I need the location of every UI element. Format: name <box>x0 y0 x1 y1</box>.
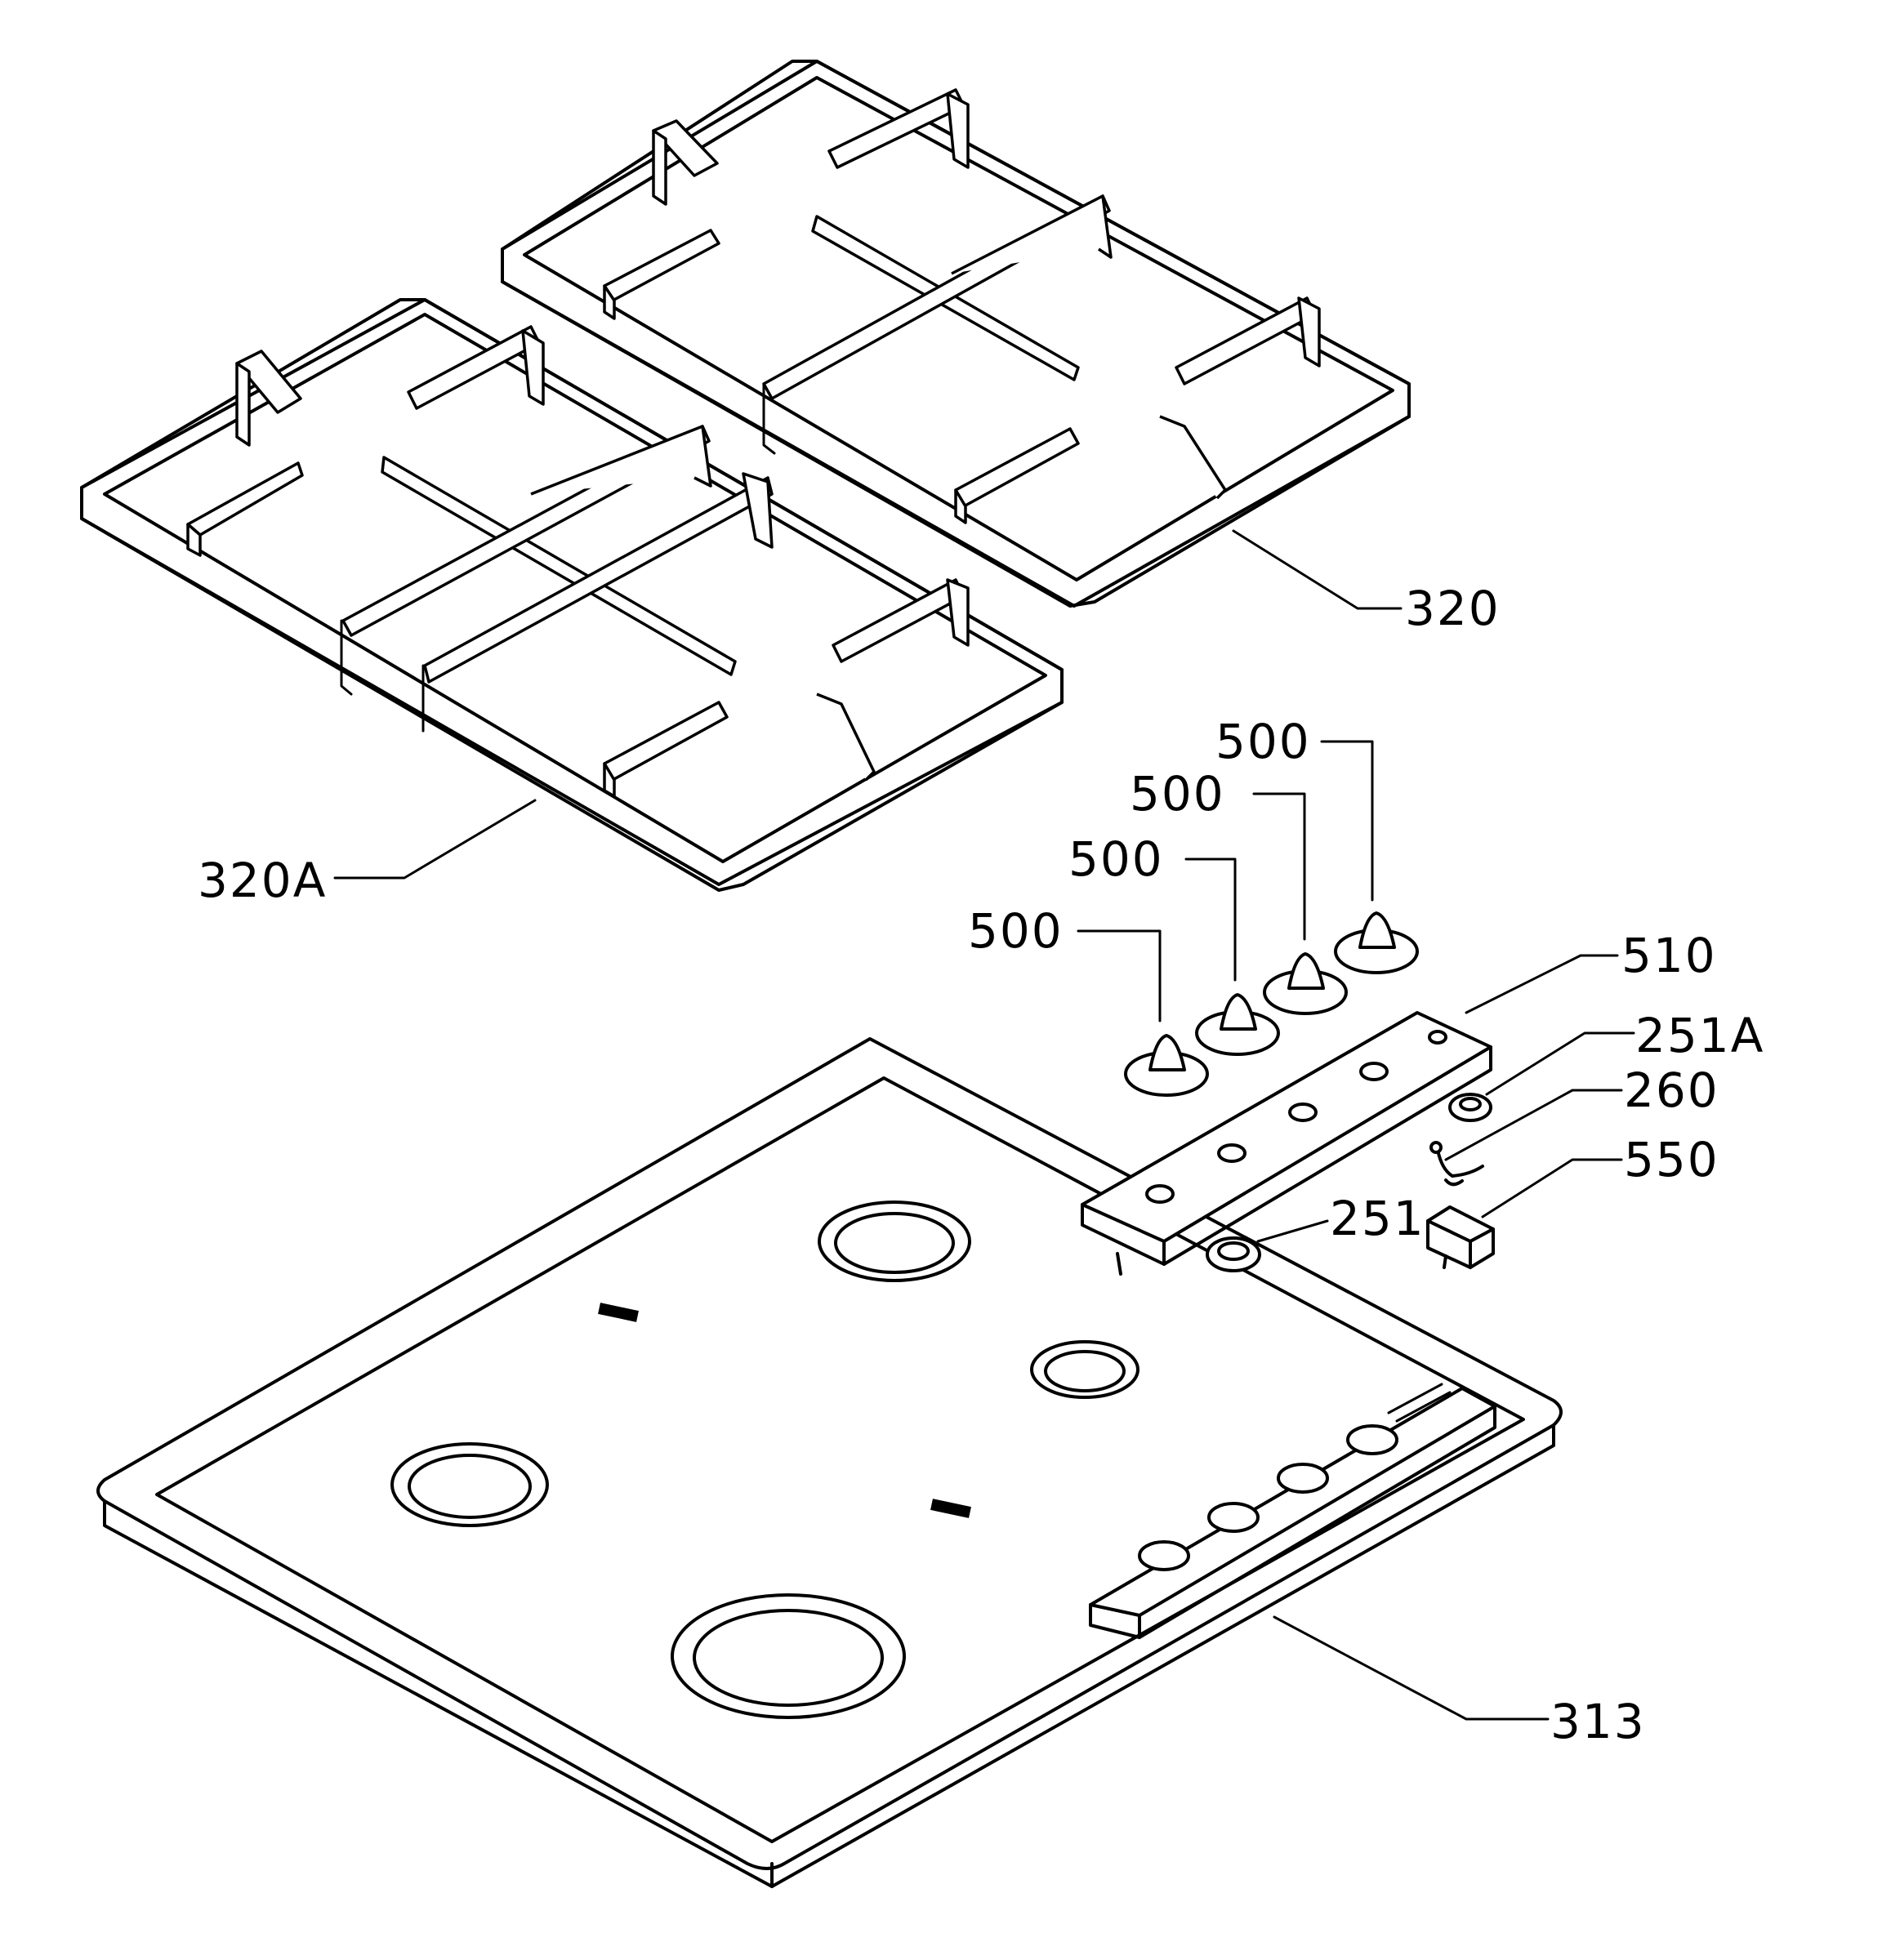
switch-550 <box>1426 1205 1495 1269</box>
bezel-251 <box>1206 1236 1261 1272</box>
pan-support-320 <box>501 60 1411 608</box>
control-knobs-500 <box>1124 911 1419 1097</box>
leader-lines <box>333 529 1635 1721</box>
bezel-251a <box>1448 1093 1492 1122</box>
label-500-1: 500 <box>968 903 1064 959</box>
pan-support-320a <box>80 298 1064 892</box>
label-510: 510 <box>1621 928 1717 983</box>
part-labels: 320 320A 500 500 500 500 510 251A 260 55… <box>198 581 1764 1749</box>
hob-top-313 <box>96 1037 1563 1888</box>
burner-hole-front-large <box>671 1593 906 1719</box>
label-500-2: 500 <box>1068 831 1164 887</box>
label-260: 260 <box>1624 1062 1719 1118</box>
label-313: 313 <box>1550 1694 1646 1749</box>
control-panel-510 <box>1081 1011 1492 1276</box>
knob-3 <box>1263 952 1348 1015</box>
label-320: 320 <box>1405 581 1501 636</box>
burner-hole-right-small <box>1030 1340 1139 1399</box>
label-251: 251 <box>1330 1191 1425 1246</box>
burner-hole-left-medium <box>390 1442 549 1527</box>
label-500-4: 500 <box>1215 714 1311 769</box>
label-500-3: 500 <box>1130 766 1225 822</box>
spring-260 <box>1429 1141 1484 1187</box>
knob-1 <box>1124 1034 1209 1097</box>
knob-4 <box>1334 911 1419 974</box>
knob-bosses <box>1138 1424 1398 1571</box>
label-320a: 320A <box>198 853 327 908</box>
label-550: 550 <box>1624 1132 1719 1187</box>
knob-2 <box>1195 993 1280 1056</box>
burner-hole-rear-large <box>818 1200 971 1282</box>
label-251a: 251A <box>1635 1008 1764 1063</box>
